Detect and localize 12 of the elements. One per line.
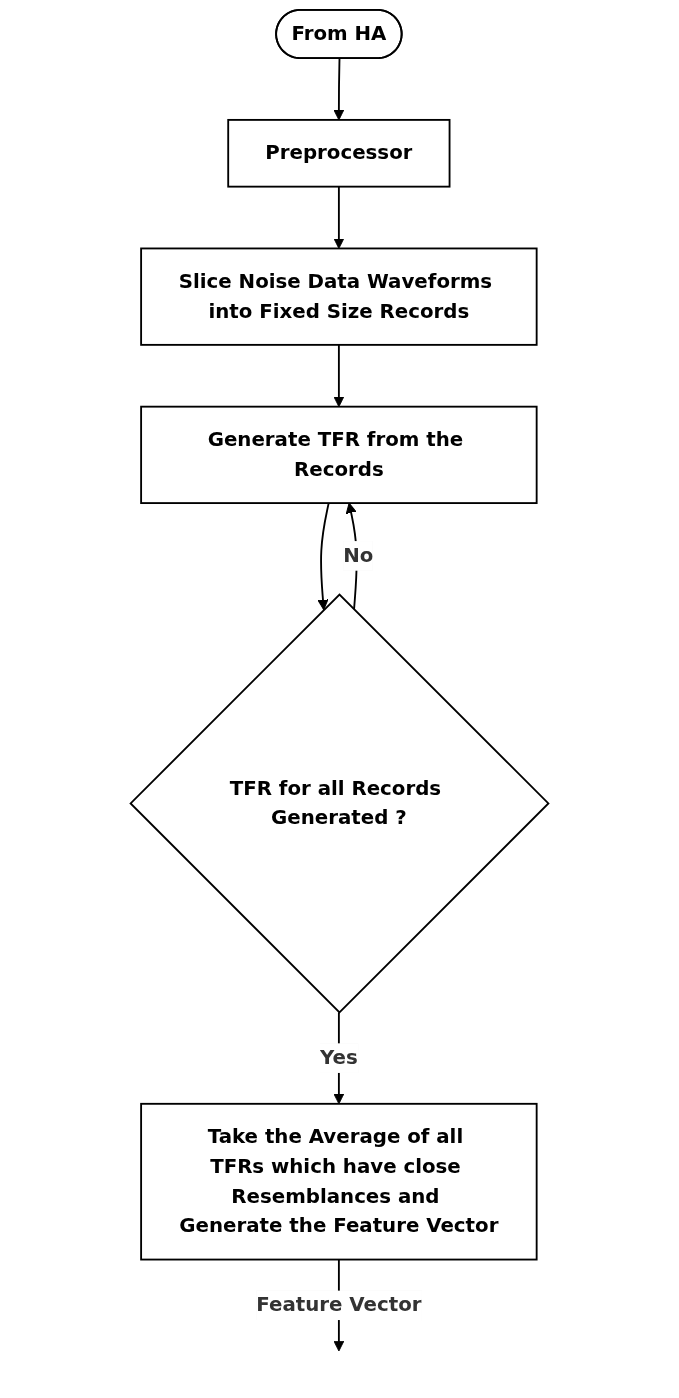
arrow [333, 185, 345, 249]
edge-label: Feature Vector [256, 1292, 422, 1317]
arrow [333, 57, 345, 121]
node-box: Generate TFR from the Records [140, 405, 538, 504]
node-box: Take the Average of all TFRs which have close Resemblances and Generate the Feature Vector [140, 1102, 538, 1261]
edge-label: No [343, 543, 374, 568]
arrow [333, 343, 345, 408]
edge-label: Yes [320, 1045, 358, 1070]
node-box: Preprocessor [227, 118, 451, 188]
node-diamond: TFR for all Records Generated ? [129, 593, 550, 1014]
node-box: Slice Noise Data Waveforms into Fixed Size Records [140, 247, 538, 346]
arrow [317, 502, 330, 611]
